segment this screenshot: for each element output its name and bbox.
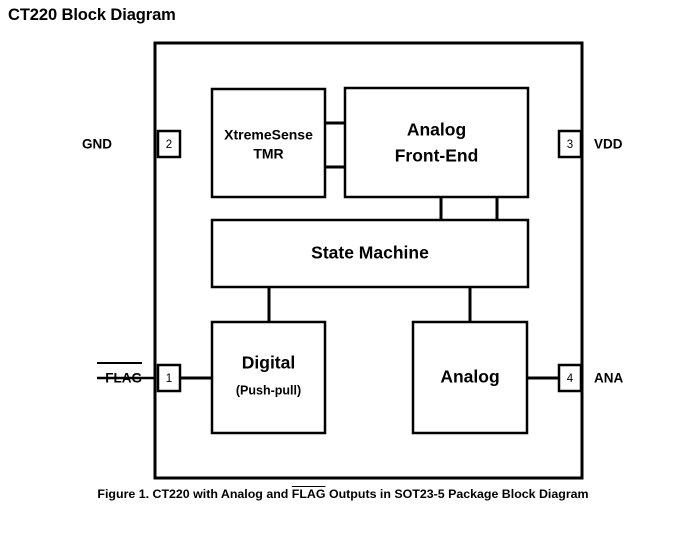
block-label-digital-line2: (Push-pull) [236,383,301,397]
figure-caption-flag: FLAG [291,487,326,501]
block-state-machine: State Machine [210,218,530,289]
pin-flag-number: 1 [166,373,172,385]
block-label-analog-front-end-line2: Front-End [395,146,479,166]
pin-flag: 1 FLAG [97,362,182,393]
package-outline [153,41,584,480]
block-label-digital-line1: Digital [242,353,295,373]
pin-gnd: 2 GND [82,129,182,159]
block-label-state-machine: State Machine [311,243,429,263]
pin-vdd: 3 VDD [557,129,623,159]
block-label-xtremesense-tmr-line1: XtremeSense [224,127,313,143]
pin-vdd-label: VDD [594,137,623,152]
figure-caption: Figure 1. CT220 with Analog and FLAG Out… [0,487,686,501]
pin-flag-label: FLAG [105,371,142,386]
block-xtremesense-tmr: XtremeSense TMR [210,87,327,199]
block-analog-output: Analog [411,320,529,435]
figure-caption-suffix: Outputs in SOT23-5 Package Block Diagram [325,487,589,501]
pin-gnd-number: 2 [166,139,172,151]
block-label-analog-output: Analog [440,367,499,387]
pin-gnd-label: GND [82,137,112,152]
pin-ana: 4 ANA [557,363,623,393]
figure-caption-prefix: Figure 1. CT220 with Analog and [97,487,292,501]
connection-lines [97,121,558,380]
block-label-xtremesense-tmr-line2: TMR [253,146,283,162]
pin-vdd-number: 3 [567,139,573,151]
block-digital-push-pull: Digital (Push-pull) [210,320,327,435]
block-label-analog-front-end-line1: Analog [407,120,466,140]
pin-ana-label: ANA [594,371,623,386]
page-title: CT220 Block Diagram [8,6,176,24]
pin-ana-number: 4 [567,373,574,385]
block-analog-front-end: Analog Front-End [343,86,530,199]
